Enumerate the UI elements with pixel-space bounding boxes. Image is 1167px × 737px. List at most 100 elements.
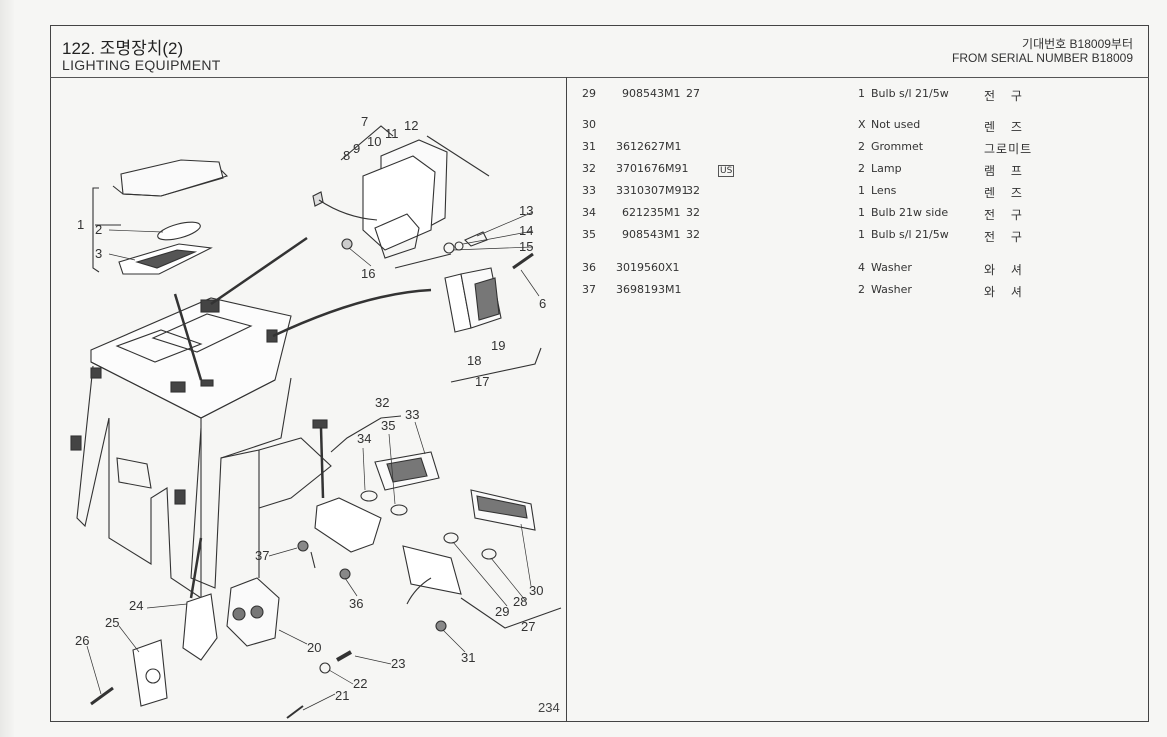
parts-row: 36 3019560X1 4 Washer 와 셔 [566,261,1149,279]
assembly-ref: 32 [686,184,700,197]
description: Lens [871,184,897,197]
header-divider [50,77,1149,78]
korean-name: 전 구 [984,89,1028,103]
part-number: 3701676M91 [616,162,689,175]
callout-22: 22 [353,676,367,691]
page-number: 234 [538,700,560,715]
part-number: 3310307M91 [616,184,689,197]
quantity: 1 [858,228,865,241]
description: Lamp [871,162,902,175]
assembly-ref: 27 [686,87,700,100]
callout-12: 12 [404,118,418,133]
parts-row: 33 3310307M91 32 1 Lens 렌 즈 [566,184,1149,202]
korean-name: 램 프 [984,164,1028,178]
callout-31: 31 [461,650,475,665]
parts-row: 34 621235M1 32 1 Bulb 21w side 전 구 [566,206,1149,224]
part-number: 3019560X1 [616,261,680,274]
quantity: 1 [858,87,865,100]
tractor-cab [70,236,432,600]
korean-name: 전 구 [984,208,1028,222]
callout-3: 3 [95,246,102,261]
korean-name: 와 셔 [984,285,1028,299]
part-number: 3698193M1 [616,283,682,296]
callout-29: 29 [495,604,509,619]
callout-23: 23 [391,656,405,671]
quantity: 1 [858,206,865,219]
korean-name: 전 구 [984,230,1028,244]
callout-36: 36 [349,596,363,611]
callout-24: 24 [129,598,143,613]
ref-number: 33 [582,184,596,197]
parts-row: 32 3701676M91 US 2 Lamp 램 프 [566,162,1149,180]
korean-name: 와 셔 [984,263,1028,277]
part-number: 908543M1 [622,228,681,241]
assembly-ref: 32 [686,228,700,241]
ref-number: 29 [582,87,596,100]
assembly-ref: 32 [686,206,700,219]
korean-name: 그로미트 [984,142,1033,156]
parts-row: 31 3612627M1 2 Grommet 그로미트 [566,140,1149,158]
ref-number: 34 [582,206,596,219]
callout-34: 34 [357,431,371,446]
parts-row: 37 3698193M1 2 Washer 와 셔 [566,283,1149,301]
tail-lamp-assembly [297,415,440,580]
ref-number: 37 [582,283,596,296]
number-plate-lamp [444,252,542,383]
callout-35: 35 [381,418,395,433]
section-subtitle: LIGHTING EQUIPMENT [62,57,221,73]
korean-name: 렌 즈 [984,186,1028,200]
description: Washer [871,261,912,274]
callout-14: 14 [519,223,533,238]
callout-1: 1 [77,217,84,232]
column-divider [566,77,567,722]
description: Grommet [871,140,924,153]
callout-9: 9 [353,141,360,156]
callout-16: 16 [361,266,375,281]
leader-lines [86,211,540,711]
rear-combination-lamp [402,489,562,632]
quantity: 2 [858,162,865,175]
callout-labels: 1 2 3 6 7 8 9 10 11 12 13 14 15 16 17 18… [75,114,546,703]
quantity: X [858,118,866,131]
callout-25: 25 [105,615,119,630]
work-lamp-assembly [312,125,490,269]
quantity: 4 [858,261,865,274]
description: Washer [871,283,912,296]
dome-light-assembly [92,159,229,275]
ref-number: 32 [582,162,596,175]
callout-11: 11 [385,126,399,141]
part-number: 3612627M1 [616,140,682,153]
callout-8: 8 [343,148,350,163]
ref-number: 30 [582,118,596,131]
callout-18: 18 [467,353,481,368]
description: Bulb s/l 21/5w [871,228,949,241]
callout-6: 6 [539,296,546,311]
description: Not used [871,118,921,131]
page-frame [50,25,1149,722]
description: Bulb 21w side [871,206,949,219]
callout-13: 13 [519,203,533,218]
ref-number: 36 [582,261,596,274]
callout-33: 33 [405,407,419,422]
parts-row: 29 908543M1 27 1 Bulb s/l 21/5w 전 구 [566,87,1149,105]
ref-number: 35 [582,228,596,241]
side-lamp-assembly [90,577,352,719]
callout-7: 7 [361,114,368,129]
quantity: 2 [858,283,865,296]
callout-30: 30 [529,583,543,598]
callout-28: 28 [513,594,527,609]
callout-2: 2 [95,222,102,237]
callout-21: 21 [335,688,349,703]
ref-number: 31 [582,140,596,153]
callout-20: 20 [307,640,321,655]
quantity: 1 [858,184,865,197]
part-number: 908543M1 [622,87,681,100]
callout-27: 27 [521,619,535,634]
us-market-symbol: US [718,165,735,177]
parts-row: 30 X Not used 렌 즈 [566,118,1149,136]
section-title: 122. 조명장치(2) [62,39,184,58]
callout-17: 17 [475,374,489,389]
callout-32: 32 [375,395,389,410]
callout-10: 10 [367,134,381,149]
serial-note-korean: 기대번호 B18009부터 [1022,37,1133,51]
